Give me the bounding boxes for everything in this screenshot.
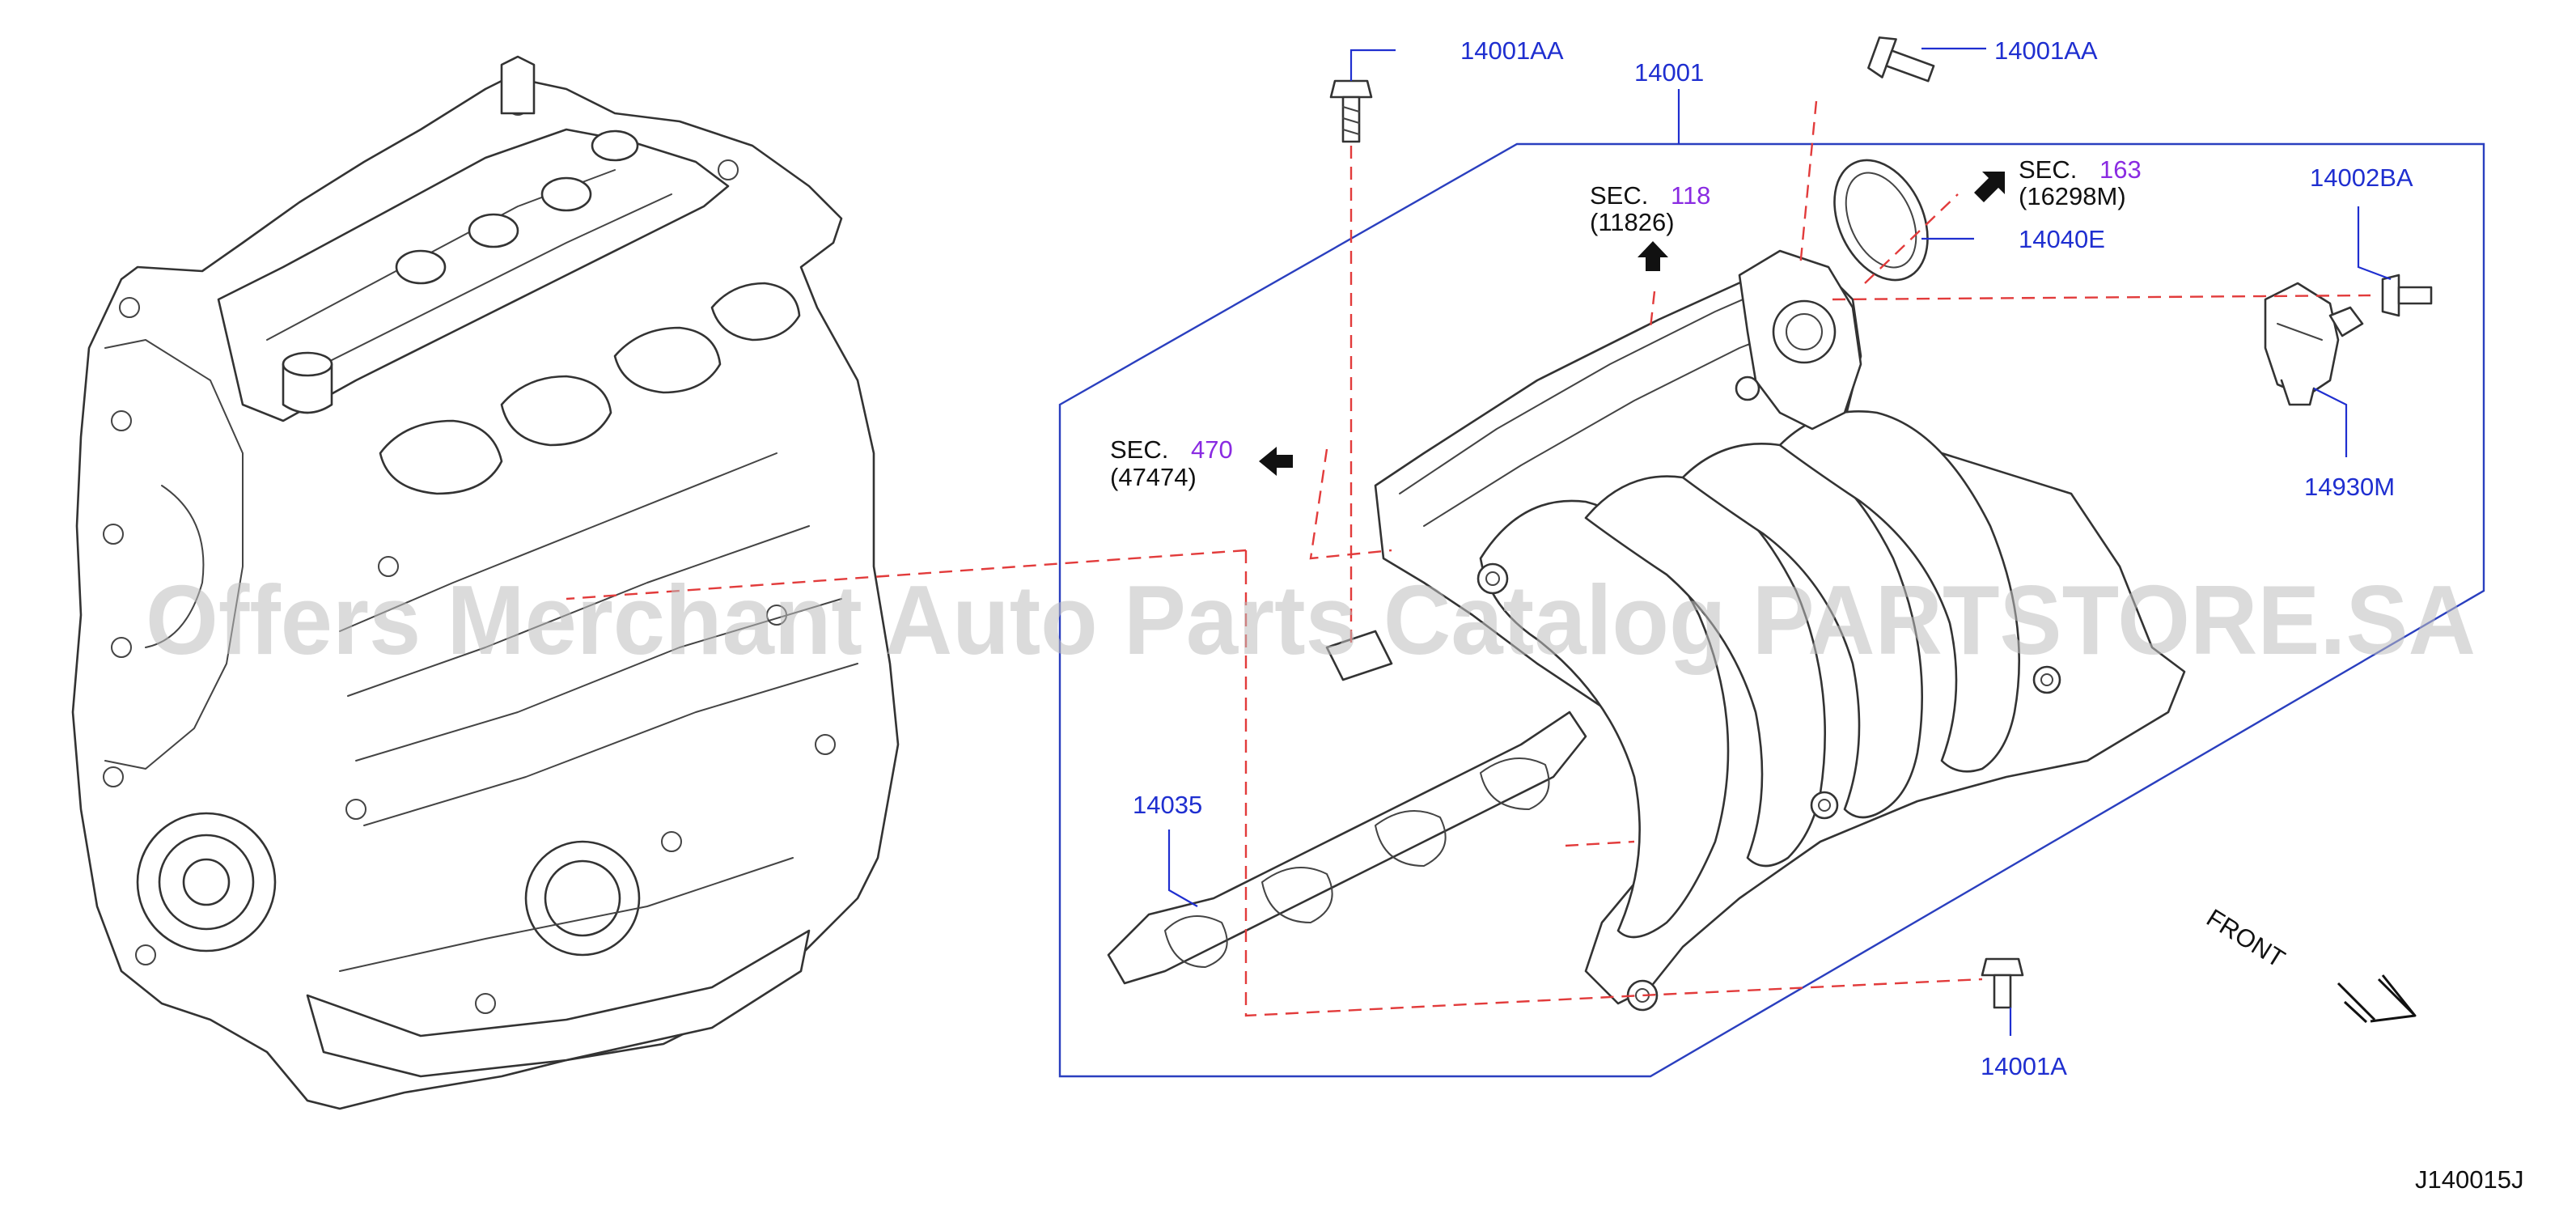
label-14001: 14001 (1634, 58, 1704, 87)
bolt-14001AA-left (1329, 79, 1373, 143)
sec-163-number: 163 (2099, 155, 2142, 184)
sec-118-sub: (11826) (1590, 208, 1675, 236)
watermark-text: Offers Merchant Auto Parts Catalog PARTS… (146, 565, 2476, 675)
throttle-gasket-drawing (1833, 159, 1929, 282)
sec-118-prefix: SEC. (1590, 181, 1648, 210)
label-14035: 14035 (1133, 791, 1202, 819)
diagram-code: J140015J (2415, 1165, 2523, 1194)
label-leader-lines (1167, 47, 2392, 1036)
part-labels: 14001AA 14001 14001AA 14002BA 14040E 149… (1133, 36, 2413, 1080)
engine-assembly-drawing (71, 55, 900, 1110)
arrow-up-right-icon (1974, 172, 2005, 202)
bolt-14001A (1981, 957, 2024, 1009)
sec-118-number: 118 (1671, 181, 1710, 210)
bolt-14002BA (2381, 274, 2433, 317)
section-ref-470: SEC. 470 (47474) (1110, 435, 1233, 491)
assembly-dashed-lines (566, 100, 2371, 1017)
label-14001A: 14001A (1981, 1052, 2067, 1080)
label-14002BA: 14002BA (2310, 163, 2413, 192)
sec-470-number: 470 (1191, 435, 1233, 464)
label-14930M: 14930M (2304, 473, 2395, 501)
bolt-14001AA-right (1867, 36, 1935, 83)
sec-163-sub: (16298M) (2019, 182, 2126, 210)
section-ref-163: SEC. 163 (16298M) (2019, 155, 2142, 210)
intake-gasket-drawing (1107, 711, 1587, 985)
front-direction-arrow-icon (2337, 974, 2417, 1024)
sec-470-sub: (47474) (1110, 463, 1197, 491)
label-14001AA-left: 14001AA (1460, 36, 1564, 65)
label-14001AA-right: 14001AA (1994, 36, 2098, 65)
intake-manifold-drawing (1325, 249, 2186, 1012)
arrow-up-icon (1638, 241, 1668, 271)
arrow-left-icon (1259, 447, 1293, 476)
sec-163-prefix: SEC. (2019, 155, 2077, 184)
sensor-valve-drawing (2264, 282, 2364, 406)
section-ref-118: SEC. 118 (11826) (1590, 181, 1710, 236)
label-14040E: 14040E (2019, 225, 2105, 253)
sec-470-prefix: SEC. (1110, 435, 1168, 464)
front-label: FRONT (2201, 903, 2290, 973)
assembly-frame (1058, 142, 2485, 1078)
